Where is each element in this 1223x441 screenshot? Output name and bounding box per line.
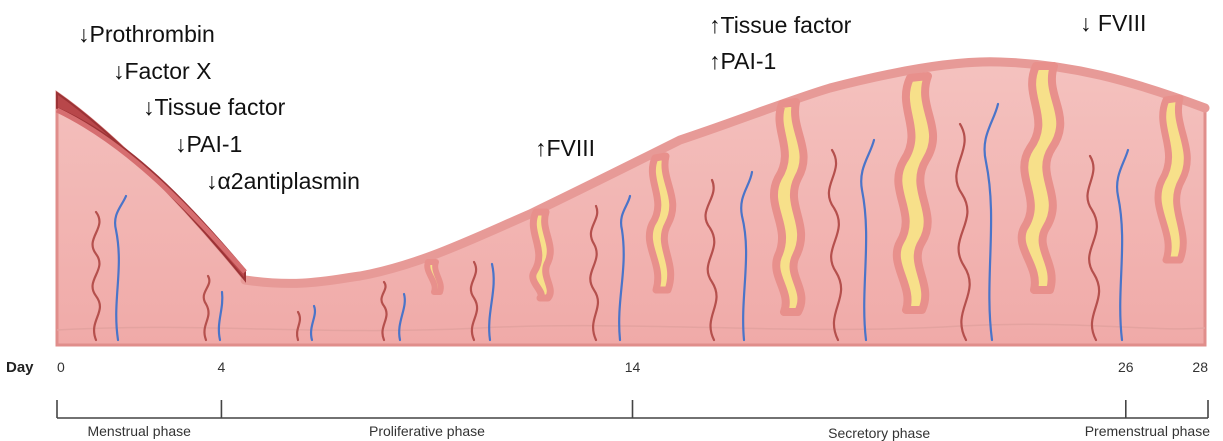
phase-label: Proliferative phase xyxy=(369,423,485,439)
day-label: 14 xyxy=(625,359,641,375)
phase-labels: Menstrual phase Proliferative phase Secret… xyxy=(87,423,1210,441)
menstrual-annotation-4: ↓PAI-1 xyxy=(175,131,242,157)
day-label: 26 xyxy=(1118,359,1134,375)
secretory-annotation-1: ↑Tissue factor xyxy=(709,12,851,38)
phase-label: Secretory phase xyxy=(828,425,930,441)
menstrual-annotation-2: ↓Factor X xyxy=(113,58,211,84)
phase-label: Menstrual phase xyxy=(87,423,191,439)
day-label: 0 xyxy=(57,359,65,375)
gland xyxy=(533,212,551,298)
phase-label: Premenstrual phase xyxy=(1085,423,1211,439)
premenstrual-annotation-1: ↓ FVIII xyxy=(1080,10,1146,36)
proliferative-annotation-1: ↑FVIII xyxy=(535,135,595,161)
timeline-axis-label: Day xyxy=(6,359,34,376)
secretory-annotation-2: ↑PAI-1 xyxy=(709,48,776,74)
gland xyxy=(774,102,804,312)
timeline: Day 0 4 14 26 28 Menstrual phase Proliferativ… xyxy=(6,359,1210,441)
day-label: 28 xyxy=(1192,359,1208,375)
day-label: 4 xyxy=(218,359,226,375)
menstrual-annotation-1: ↓Prothrombin xyxy=(78,21,215,47)
day-labels: 0 4 14 26 28 xyxy=(57,359,1208,375)
phase-boundaries xyxy=(57,400,1208,418)
menstrual-annotation-3: ↓Tissue factor xyxy=(143,94,285,120)
menstrual-annotation-5: ↓α2antiplasmin xyxy=(206,168,360,194)
